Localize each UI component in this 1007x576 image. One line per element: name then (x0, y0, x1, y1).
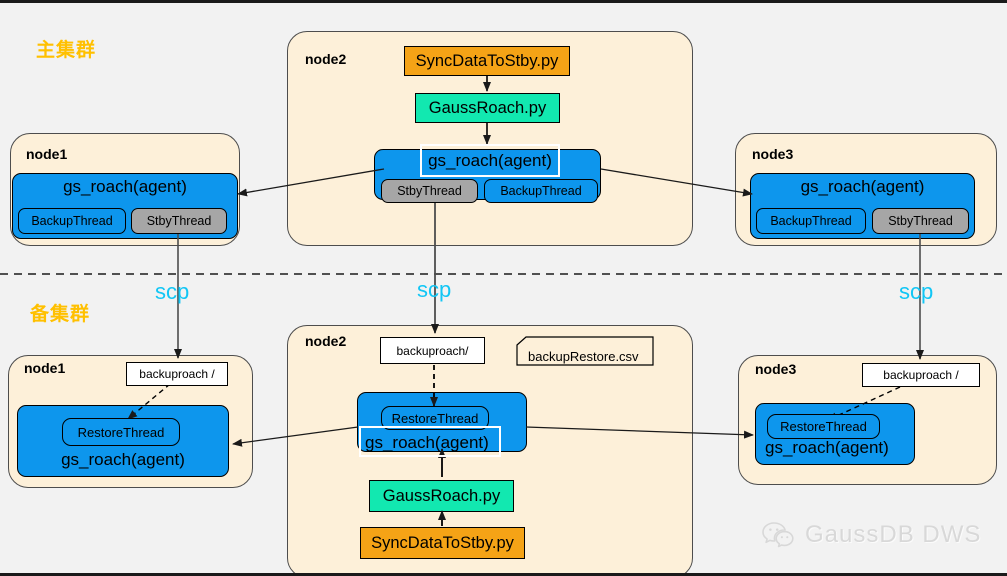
standby-node1-restore-thread[interactable]: RestoreThread (62, 418, 180, 446)
primary-node3-label: node3 (752, 146, 794, 162)
standby-node2-csv-note[interactable]: backupRestore.csv (516, 336, 654, 366)
standby-node3-restore-thread[interactable]: RestoreThread (767, 414, 880, 439)
wechat-icon (762, 522, 794, 548)
standby-node3-agent-title: gs_roach(agent) (765, 438, 889, 457)
scp-label-right: scp (899, 279, 934, 304)
standby-node1-backup-path[interactable]: backuproach / (126, 362, 228, 386)
primary-node1-stby-thread[interactable]: StbyThread (131, 208, 227, 234)
primary-node2-gaussroach-script[interactable]: GaussRoach.py (415, 93, 560, 123)
watermark: GaussDB DWS (762, 521, 981, 549)
standby-node2-label: node2 (305, 333, 347, 349)
standby-node2-gaussroach-script[interactable]: GaussRoach.py (369, 480, 514, 512)
primary-node2-backup-thread[interactable]: BackupThread (484, 179, 598, 203)
standby-node3-label: node3 (755, 361, 797, 377)
standby-cluster-title: 备集群 (30, 304, 91, 325)
watermark-text: GaussDB DWS (805, 521, 982, 548)
standby-node1-label: node1 (24, 360, 66, 376)
standby-node2-agent-title: gs_roach(agent) (359, 426, 501, 457)
primary-node3-stby-thread[interactable]: StbyThread (872, 208, 969, 234)
primary-node2-stby-thread[interactable]: StbyThread (381, 179, 478, 203)
primary-cluster-title: 主集群 (36, 40, 97, 61)
standby-node2-backup-path[interactable]: backuproach/ (380, 337, 485, 364)
standby-node3-backup-path[interactable]: backuproach / (862, 363, 980, 387)
note-shape-icon (516, 336, 654, 366)
primary-node1-agent-title: gs_roach(agent) (63, 177, 187, 196)
primary-node3-agent-title: gs_roach(agent) (800, 177, 925, 196)
standby-node1-agent-title: gs_roach(agent) (61, 450, 185, 469)
primary-node2-syncdata-script[interactable]: SyncDataToStby.py (404, 46, 570, 76)
primary-node1-backup-thread[interactable]: BackupThread (18, 208, 126, 234)
scp-label-left: scp (155, 279, 190, 304)
primary-node2-label: node2 (305, 51, 347, 67)
standby-node2-syncdata-script[interactable]: SyncDataToStby.py (360, 527, 525, 559)
standby-node2-csv-note-label: backupRestore.csv (528, 349, 639, 364)
scp-label-center: scp (417, 277, 452, 302)
primary-node3-backup-thread[interactable]: BackupThread (756, 208, 866, 234)
primary-node2-agent-title: gs_roach(agent) (420, 144, 560, 177)
primary-node1-label: node1 (26, 146, 68, 162)
